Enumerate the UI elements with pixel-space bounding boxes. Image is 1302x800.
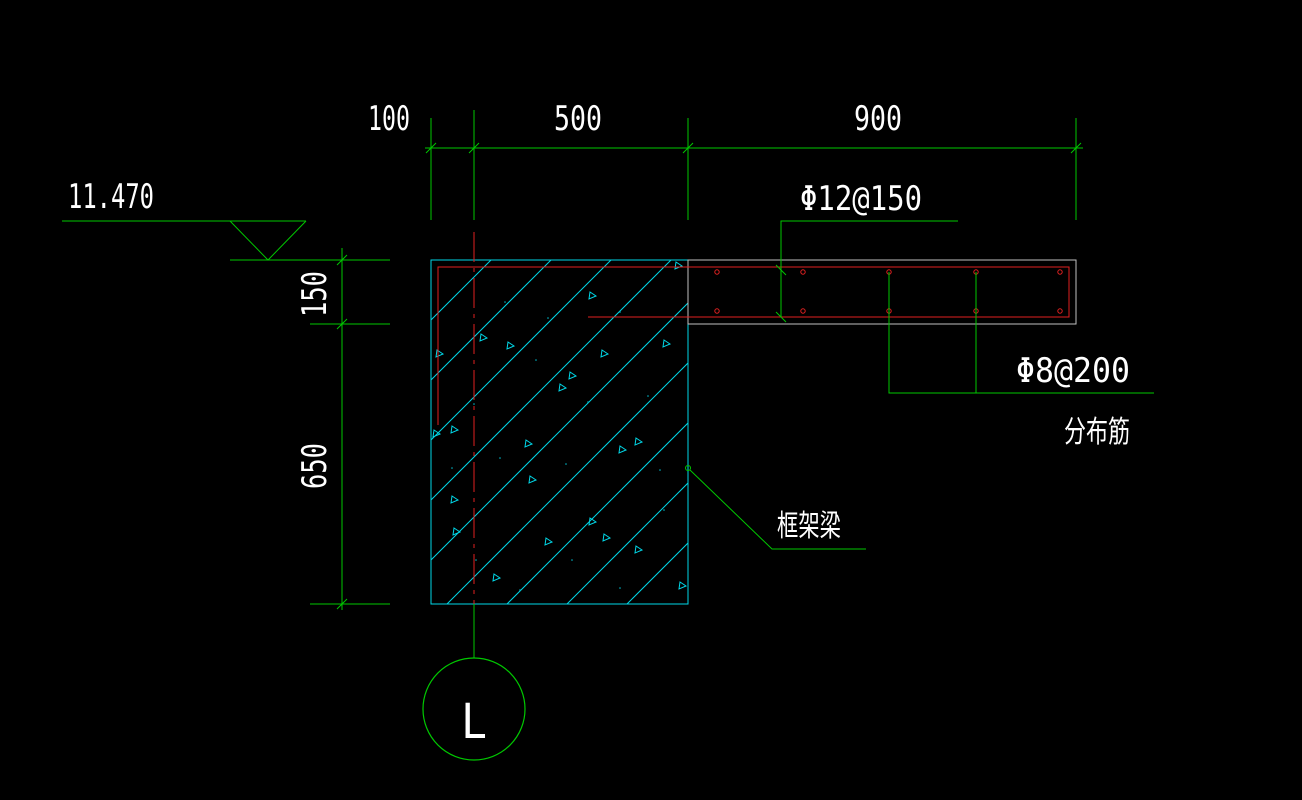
top-rebar-label: Φ12@150 [800,179,922,219]
beam-leader [685,465,866,550]
axis-label: L [461,694,487,750]
aggregate-marks [432,261,688,590]
top-rebar [437,266,1070,425]
beam-outline [430,259,689,605]
dimension-900: 900 [854,99,902,139]
left-dimension-lines [230,248,390,610]
beam-label: 框架梁 [777,509,841,544]
beam-section [430,259,689,605]
axis-label-glyph: L [461,694,487,750]
axis-bubble [422,657,526,761]
distribution-rebar-name: 分布筋 [1064,415,1130,450]
aggregate-dots [451,301,665,591]
slab-outline [687,259,1077,325]
beam-hatch [431,260,688,604]
dimension-100: 100 [368,99,410,139]
distribution-rebar-label: Φ8@200 [1016,351,1130,391]
dimension-500: 500 [554,99,602,139]
dimension-150: 150 [295,271,335,317]
top-dimension-lines [425,110,1083,220]
elevation-label: 11.470 [68,177,154,217]
elevation-mark [62,220,307,261]
dimension-650: 650 [295,443,335,489]
top-rebar-leader [775,220,958,323]
distribution-rebar-leader [888,272,1154,394]
